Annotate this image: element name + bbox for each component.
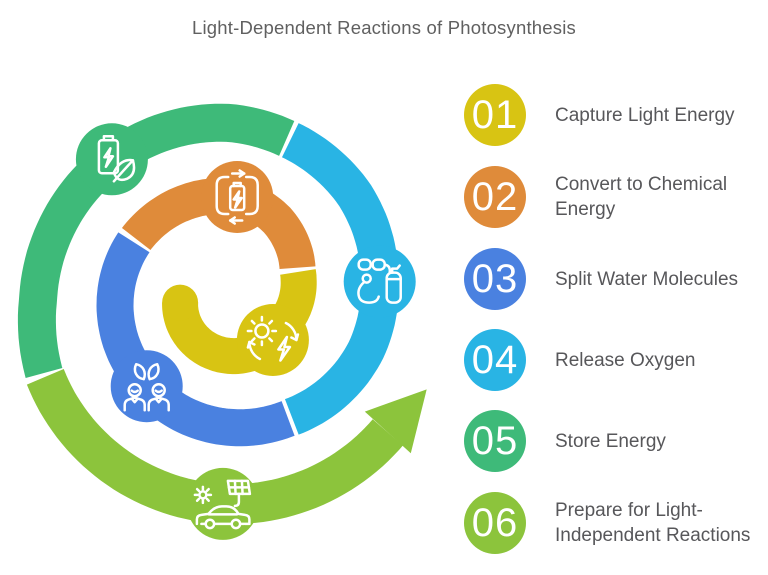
icon-bubble	[236, 304, 309, 376]
arrow-head	[364, 389, 427, 454]
step-number-badge: 03	[464, 248, 526, 310]
step-number-badge: 02	[464, 166, 526, 228]
list-item: 01 Capture Light Energy	[464, 84, 735, 146]
icon-bubble	[110, 350, 183, 423]
icon-bubble	[343, 245, 416, 318]
list-item: 02 Convert to Chemical Energy	[464, 166, 767, 228]
step-number-badge: 04	[464, 329, 526, 391]
step-number-badge: 05	[464, 410, 526, 472]
step-label: Split Water Molecules	[555, 268, 739, 290]
step-number-badge: 06	[464, 492, 526, 554]
spiral-start-cap	[162, 284, 199, 321]
page-title: Light-Dependent Reactions of Photosynthe…	[192, 17, 576, 38]
step-label: Convert to Chemical Energy	[555, 174, 728, 220]
list-item: 04 Release Oxygen	[464, 329, 695, 391]
step-label: Release Oxygen	[555, 349, 696, 371]
step-number-badge: 01	[464, 84, 526, 146]
step-label: Capture Light Energy	[555, 104, 735, 126]
icon-bubble	[186, 467, 259, 540]
step-label: Prepare for Light-Independent Reactions	[555, 500, 751, 546]
list-item: 03 Split Water Molecules	[464, 248, 738, 310]
list-item: 05 Store Energy	[464, 410, 666, 472]
step-label: Store Energy	[555, 430, 666, 452]
list-item: 06 Prepare for Light-Independent Reactio…	[464, 492, 767, 554]
